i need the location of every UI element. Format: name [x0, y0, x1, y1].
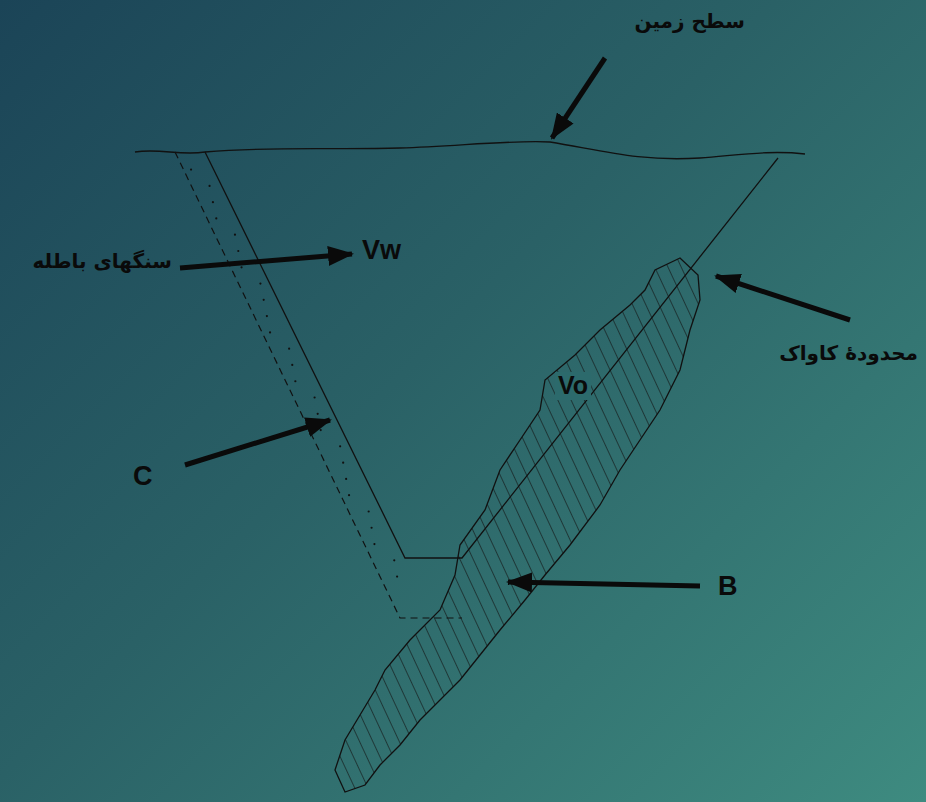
stipple-dot: [370, 527, 372, 529]
stipple-dot: [393, 559, 395, 561]
stipple-dot: [291, 364, 293, 366]
stipple-dot: [314, 396, 316, 398]
stipple-dot: [339, 445, 341, 447]
stipple-dot: [317, 413, 319, 415]
stipple-dot: [373, 543, 375, 545]
ore-volume-label: Vo: [555, 372, 591, 400]
ground-surface: [135, 142, 805, 159]
stipple-dot: [237, 250, 239, 252]
waste-stipple: [190, 169, 398, 578]
stipple-dot: [348, 494, 350, 496]
stipple-dot: [190, 169, 192, 171]
stipple-dot: [240, 266, 242, 268]
stipple-dot: [234, 234, 236, 236]
waste-volume-label: Vw: [362, 236, 401, 266]
stipple-dot: [259, 282, 261, 284]
stipple-dot: [294, 380, 296, 382]
stipple-dot: [208, 185, 210, 187]
stipple-dot: [345, 478, 347, 480]
ore-body: [335, 258, 700, 792]
leader-arrows: [180, 58, 850, 586]
stipple-dot: [288, 348, 290, 350]
stipple-dot: [212, 201, 214, 203]
waste-boundary: [175, 152, 462, 618]
ground-surface-label: سطح زمین: [634, 10, 745, 32]
stipple-dot: [269, 331, 271, 333]
stipple-dot: [263, 299, 265, 301]
stipple-dot: [320, 429, 322, 431]
pit-limit-label: محدودهٔ کاواک: [779, 342, 918, 364]
callout-letter: C: [133, 462, 153, 492]
callout-letter: B: [718, 572, 738, 602]
waste-rock-label: سنگهای باطله: [32, 250, 172, 272]
stipple-dot: [396, 576, 398, 578]
stipple-dot: [266, 315, 268, 317]
stipple-dot: [342, 462, 344, 464]
stipple-dot: [215, 217, 217, 219]
stipple-dot: [368, 510, 370, 512]
pit-limit: [205, 152, 778, 558]
